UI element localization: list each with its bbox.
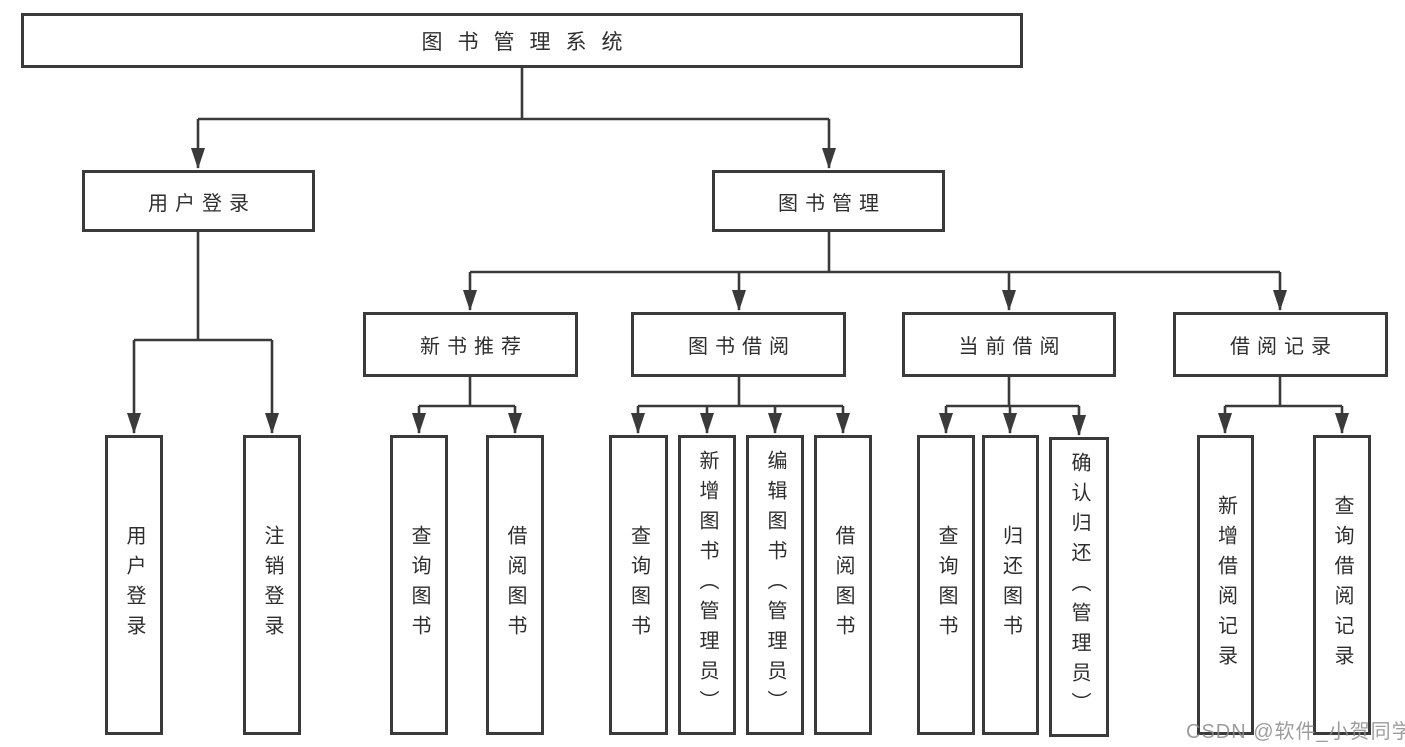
- node-root-label: 图书管理系统: [421, 30, 638, 54]
- csdn-watermark: CSDN @软件_小贺同学: [1186, 721, 1405, 743]
- leaf-query-book-current: 查询图书: [917, 435, 975, 735]
- leaf-confirm-return-admin: 确认归还（管理员）: [1049, 437, 1109, 737]
- leaf-query-book-recommend-label: 查询图书: [408, 525, 430, 645]
- node-book-borrow-label: 图书借阅: [688, 336, 796, 358]
- leaf-user-login: 用户登录: [105, 435, 163, 735]
- leaf-return-book-label: 归还图书: [999, 525, 1022, 645]
- node-user-login: 用户登录: [82, 170, 315, 232]
- leaf-return-book: 归还图书: [982, 435, 1039, 735]
- leaf-borrow-book-recommend: 借阅图书: [486, 435, 544, 735]
- leaf-logout: 注销登录: [243, 435, 301, 735]
- node-root: 图书管理系统: [21, 13, 1023, 68]
- leaf-edit-book-admin-label: 编辑图书（管理员）: [764, 450, 786, 720]
- leaf-edit-book-admin: 编辑图书（管理员）: [746, 435, 804, 735]
- leaf-borrow-book-recommend-label: 借阅图书: [504, 525, 526, 645]
- leaf-add-book-admin-label: 新增图书（管理员）: [696, 450, 718, 720]
- node-new-book-recommend-label: 新书推荐: [420, 336, 528, 358]
- leaf-query-borrow-record: 查询借阅记录: [1313, 435, 1371, 735]
- leaf-add-borrow-record: 新增借阅记录: [1197, 435, 1254, 735]
- leaf-user-login-label: 用户登录: [123, 525, 145, 645]
- leaf-add-book-admin: 新增图书（管理员）: [678, 435, 736, 735]
- node-book-management: 图书管理: [712, 170, 945, 232]
- leaf-add-borrow-record-label: 新增借阅记录: [1214, 495, 1237, 675]
- connector-trunks: [134, 68, 1342, 408]
- node-user-login-label: 用户登录: [148, 192, 256, 215]
- node-new-book-recommend: 新书推荐: [363, 312, 578, 377]
- node-book-management-label: 图书管理: [778, 192, 886, 215]
- node-current-borrow-label: 当前借阅: [958, 336, 1067, 358]
- node-book-borrow: 图书借阅: [631, 312, 846, 377]
- leaf-logout-label: 注销登录: [261, 525, 283, 645]
- leaf-borrow-book: 借阅图书: [814, 435, 872, 735]
- leaf-query-borrow-record-label: 查询借阅记录: [1331, 495, 1353, 675]
- leaf-query-book-borrow: 查询图书: [609, 435, 668, 735]
- leaf-query-book-recommend: 查询图书: [390, 435, 448, 735]
- node-borrow-record: 借阅记录: [1173, 312, 1388, 377]
- leaf-query-book-borrow-label: 查询图书: [627, 525, 650, 645]
- leaf-confirm-return-admin-label: 确认归还（管理员）: [1068, 452, 1090, 722]
- node-current-borrow: 当前借阅: [902, 312, 1116, 377]
- node-borrow-record-label: 借阅记录: [1230, 336, 1338, 358]
- leaf-borrow-book-label: 借阅图书: [832, 525, 854, 645]
- leaf-query-book-current-label: 查询图书: [935, 525, 957, 645]
